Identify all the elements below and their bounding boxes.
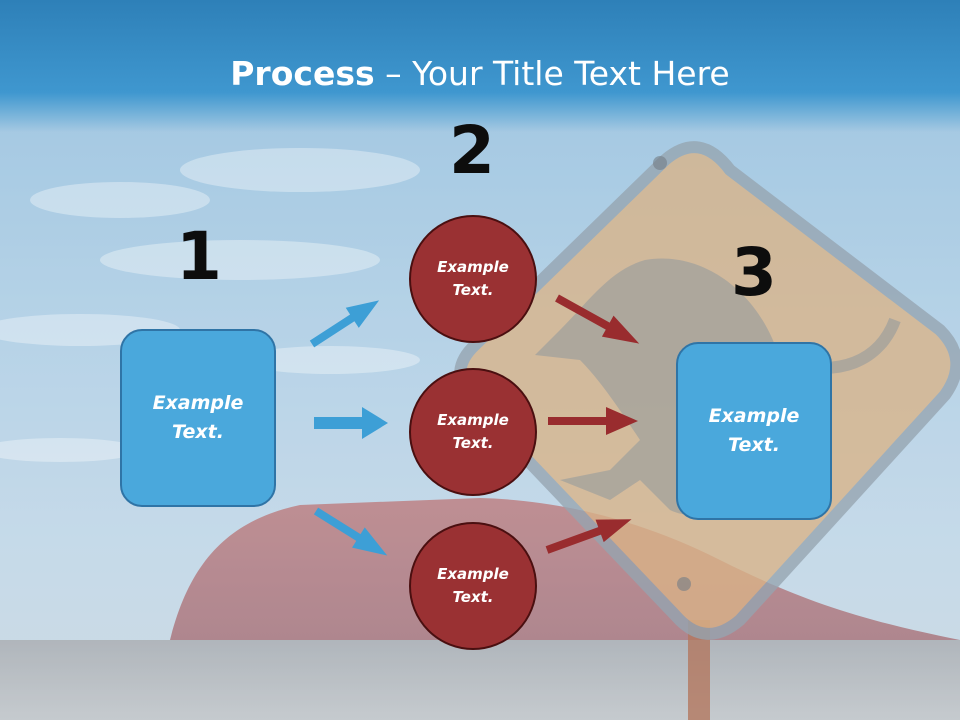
arrow-left-to-top [309, 300, 380, 348]
circle-middle: Example Text. [409, 368, 537, 496]
arrow-top-to-right [555, 294, 640, 344]
arrow-middle-to-right [548, 407, 638, 435]
slide-title: Process – Your Title Text Here [0, 50, 960, 98]
circle-middle-text: Example Text. [437, 411, 509, 452]
arrow-left-to-middle [314, 407, 388, 439]
left-box-text: Example Text. [152, 392, 244, 443]
circle-top: Example Text. [409, 215, 537, 343]
left-box: Example Text. [120, 329, 276, 507]
step-number-2: 2 [449, 112, 495, 189]
circle-bottom-text: Example Text. [437, 565, 509, 606]
title-bold: Process [230, 54, 375, 93]
step-number-1: 1 [176, 218, 222, 295]
arrow-bottom-to-right [545, 519, 632, 554]
clouds [0, 148, 420, 462]
arrow-left-to-bottom [313, 507, 388, 556]
title-rest: – Your Title Text Here [374, 54, 730, 93]
right-box: Example Text. [676, 342, 832, 520]
step-number-3: 3 [731, 234, 777, 311]
right-box-text: Example Text. [708, 405, 800, 456]
ground [0, 640, 960, 720]
circle-bottom: Example Text. [409, 522, 537, 650]
title-band [0, 0, 960, 132]
circle-top-text: Example Text. [437, 258, 509, 299]
